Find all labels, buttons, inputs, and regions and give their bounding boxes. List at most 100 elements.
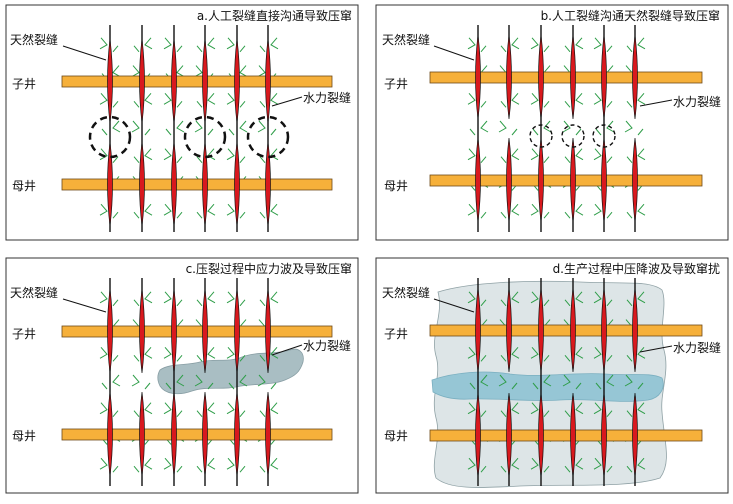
natural-fracture-mark (626, 299, 633, 307)
natural-fracture-mark (144, 148, 153, 161)
natural-fracture-mark (259, 465, 266, 473)
natural-fracture-mark (511, 382, 518, 390)
natural-fracture-mark (543, 374, 552, 387)
natural-fracture-mark (511, 346, 520, 359)
natural-fracture-mark (176, 100, 183, 108)
natural-fracture-mark (543, 100, 550, 108)
panel-a-natural-fractures (99, 37, 279, 219)
natural-fracture-mark (194, 120, 203, 133)
natural-fracture-mark (112, 374, 121, 387)
natural-fracture-mark (575, 37, 584, 50)
panel-a-hydraulic-label: 水力裂缝 (303, 90, 351, 105)
natural-fracture-mark (530, 37, 539, 50)
natural-fracture-mark (259, 45, 266, 53)
natural-fracture-mark (498, 120, 507, 133)
natural-fracture-mark (511, 291, 520, 304)
natural-fracture-mark (469, 382, 476, 390)
natural-fracture-mark (480, 211, 487, 219)
hydraulic-fracture-wing (475, 287, 481, 373)
natural-fracture-mark (176, 354, 183, 362)
panel-d-natural-label: 天然裂缝 (382, 285, 430, 300)
hydraulic-fracture-wing (139, 391, 145, 477)
natural-fracture-mark (239, 65, 248, 78)
hydraulic-fracture-wing (234, 288, 240, 374)
panel-b-lower-well-label: 母井 (384, 179, 408, 193)
panel-d: d.生产过程中压降波及导致窜扰 天然裂缝 子井 母井 水力裂缝 (375, 257, 729, 494)
panel-d-upper-well-label: 子井 (384, 327, 408, 341)
natural-fracture-mark (511, 37, 520, 50)
hydraulic-fracture-wing (601, 137, 607, 223)
natural-fracture-mark (564, 410, 571, 418)
natural-fracture-mark (194, 374, 203, 387)
natural-fracture-mark (144, 37, 153, 50)
natural-fracture-mark (593, 92, 602, 105)
panel-d-lower-well (429, 429, 703, 442)
hydraulic-fracture-wing (234, 38, 240, 124)
natural-fracture-mark (270, 346, 279, 359)
hydraulic-fracture-wing (601, 287, 607, 373)
hydraulic-fracture-wing (475, 34, 481, 120)
frac-hit-marker (183, 115, 227, 159)
hydraulic-fracture-wing (570, 287, 576, 373)
hydraulic-fracture-wing (538, 34, 544, 120)
natural-fracture-mark (606, 100, 613, 108)
natural-fracture-mark (176, 65, 185, 78)
natural-fracture-mark (239, 374, 248, 387)
natural-fracture-mark (637, 37, 646, 50)
hydraulic-fracture-wing (265, 38, 271, 124)
hydraulic-fracture-wing (538, 137, 544, 223)
panel-c-natural-label: 天然裂缝 (10, 285, 58, 300)
natural-fracture-mark (133, 299, 140, 307)
natural-fracture-mark (575, 128, 582, 136)
natural-fracture-mark (226, 37, 235, 50)
natural-fracture-mark (564, 100, 571, 108)
natural-fracture-mark (196, 465, 203, 473)
natural-fracture-mark (593, 402, 602, 415)
natural-fracture-mark (270, 203, 279, 216)
natural-fracture-mark (593, 457, 602, 470)
hydraulic-fracture-wing (234, 391, 240, 477)
hydraulic-fracture-wing (107, 288, 113, 374)
natural-fracture-mark (593, 291, 602, 304)
natural-fracture-mark (270, 291, 279, 304)
natural-fracture-mark (176, 120, 185, 133)
natural-fracture-mark (131, 120, 140, 133)
natural-fracture-mark (564, 299, 571, 307)
hydraulic-fracture-wing (632, 137, 638, 223)
hydraulic-fracture-wing (107, 38, 113, 124)
natural-fracture-mark (543, 299, 550, 307)
panel-a-lower-well (61, 178, 333, 191)
natural-fracture-mark (239, 299, 246, 307)
natural-fracture-mark (637, 402, 646, 415)
natural-fracture-mark (637, 382, 644, 390)
natural-fracture-mark (467, 346, 476, 359)
hydraulic-fracture-wing (139, 38, 145, 124)
natural-fracture-mark (532, 128, 539, 136)
natural-fracture-mark (176, 374, 185, 387)
natural-fracture-mark (270, 92, 279, 105)
hydraulic-fracture-wing (234, 141, 240, 227)
natural-fracture-mark (99, 346, 108, 359)
natural-fracture-mark (593, 346, 602, 359)
natural-fracture-mark (207, 203, 216, 216)
natural-fracture-mark (606, 211, 613, 219)
natural-fracture-mark (270, 382, 277, 390)
natural-fracture-mark (467, 92, 476, 105)
natural-fracture-mark (467, 291, 476, 304)
natural-fracture-mark (163, 37, 172, 50)
frac-hit-marker (529, 124, 553, 148)
natural-fracture-mark (99, 37, 108, 50)
natural-fracture-mark (637, 148, 646, 161)
natural-fracture-mark (165, 382, 172, 390)
natural-fracture-mark (133, 465, 140, 473)
natural-fracture-mark (562, 374, 571, 387)
natural-fracture-mark (626, 410, 633, 418)
natural-fracture-mark (637, 291, 646, 304)
natural-fracture-mark (593, 203, 602, 216)
natural-fracture-mark (144, 382, 151, 390)
natural-fracture-mark (575, 457, 584, 470)
natural-fracture-mark (112, 211, 119, 219)
natural-fracture-mark (112, 299, 119, 307)
hydraulic-fracture-wing (265, 391, 271, 477)
natural-fracture-mark (196, 100, 203, 108)
